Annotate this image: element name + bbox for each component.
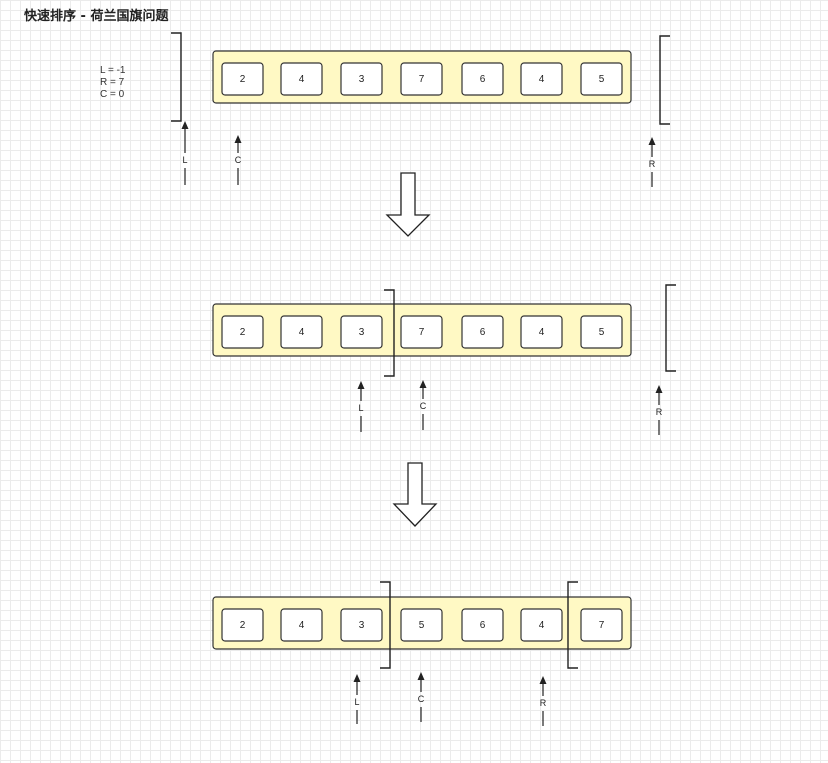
cell-value: 6 [480, 327, 486, 338]
cell-value: 2 [240, 620, 246, 631]
array-cell [280, 62, 323, 96]
diagram-title: 快速排序 - 荷兰国旗问题 [24, 8, 169, 24]
array-cell [400, 62, 443, 96]
greater-zone-bracket [567, 581, 578, 669]
less-zone-bracket [384, 289, 395, 377]
cell-value: 3 [359, 327, 365, 338]
array-cell [520, 608, 563, 642]
cell-value: 7 [419, 327, 425, 338]
greater-zone-bracket [659, 35, 670, 125]
array-cell [461, 315, 504, 349]
array-cell [461, 62, 504, 96]
array-cell [580, 62, 623, 96]
var-c: C = 0 [100, 89, 125, 100]
less-zone-bracket [171, 32, 182, 122]
cell-value: 5 [419, 620, 425, 631]
down-arrow-icon [385, 172, 431, 237]
array-cell [340, 315, 383, 349]
pointer-left-label: L [182, 155, 187, 165]
pointer-current-label: C [235, 155, 242, 165]
cell-value: 4 [539, 620, 545, 631]
array-cell [221, 315, 264, 349]
var-r: R = 7 [100, 77, 125, 88]
pointer-arrowhead [353, 674, 361, 682]
pointer-current-label: C [420, 401, 427, 411]
pointer-arrowhead [539, 676, 547, 684]
array-cell [400, 315, 443, 349]
pointer-arrowhead [357, 381, 365, 389]
pointer-right-label: R [656, 407, 663, 417]
cell-value: 3 [359, 620, 365, 631]
greater-zone-bracket [665, 284, 676, 372]
array-cell [280, 608, 323, 642]
array-cell [221, 608, 264, 642]
cell-value: 6 [480, 620, 486, 631]
cell-value: 4 [539, 74, 545, 85]
cell-value: 5 [599, 74, 605, 85]
stage-1: 2 4 3 7 6 4 5L C R [171, 32, 670, 187]
cell-value: 6 [480, 74, 486, 85]
pointer-left-label: L [358, 403, 363, 413]
pointer-arrowhead [417, 672, 425, 680]
array-cell [580, 608, 623, 642]
pointer-right-label: R [649, 159, 656, 169]
stage-3: 2 4 3 5 6 4 7L C R [212, 581, 632, 726]
pointer-current-label: C [418, 694, 425, 704]
less-zone-bracket [380, 581, 391, 669]
cell-value: 4 [539, 327, 545, 338]
array-cell [340, 62, 383, 96]
cell-value: 7 [419, 74, 425, 85]
cell-value: 4 [299, 620, 305, 631]
pointer-left-label: L [354, 697, 359, 707]
transition-arrows [385, 172, 438, 527]
cell-value: 3 [359, 74, 365, 85]
array-cell [520, 62, 563, 96]
pointer-arrowhead [648, 137, 656, 145]
pointer-arrowhead [655, 385, 663, 393]
pointer-arrowhead [181, 121, 189, 129]
array-cell [400, 608, 443, 642]
pointer-right-label: R [540, 698, 547, 708]
cell-value: 7 [599, 620, 605, 631]
var-l: L = -1 [100, 65, 126, 76]
array-cell [221, 62, 264, 96]
down-arrow-icon [392, 462, 438, 527]
stage-2: 2 4 3 7 6 4 5L C R [212, 284, 676, 435]
array-cell [580, 315, 623, 349]
cell-value: 5 [599, 327, 605, 338]
pointer-arrowhead [234, 135, 242, 143]
cell-value: 4 [299, 327, 305, 338]
array-cell [340, 608, 383, 642]
cell-value: 2 [240, 327, 246, 338]
array-cell [280, 315, 323, 349]
array-cell [520, 315, 563, 349]
array-cell [461, 608, 504, 642]
cell-value: 4 [299, 74, 305, 85]
pointer-arrowhead [419, 380, 427, 388]
cell-value: 2 [240, 74, 246, 85]
